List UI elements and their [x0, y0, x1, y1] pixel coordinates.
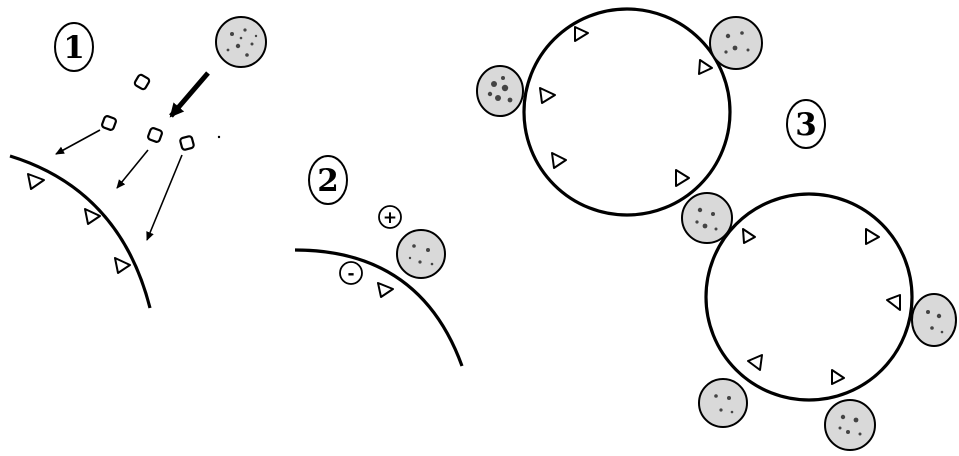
upper-droplet-site [699, 60, 712, 74]
panel-1-particle [216, 17, 266, 67]
panel-1-diffusion-arrow [117, 150, 148, 188]
panel-3-particle-lower-right [912, 294, 956, 346]
lower-large-droplet [706, 194, 912, 400]
upper-droplet-site [552, 153, 566, 168]
panel-1-ion [101, 115, 116, 130]
panel-3-number: 3 [795, 107, 817, 143]
panel-3-particle [710, 17, 762, 69]
lower-droplet-site [866, 229, 879, 244]
panel-1-surface-site [28, 174, 44, 189]
panel-1-approach-arrow [171, 73, 208, 116]
panel-1: 1 [10, 17, 266, 308]
panel-3-particle [682, 193, 732, 243]
panel-2-positive-charge: + [379, 206, 401, 228]
panel-3-bridging-particle [682, 193, 732, 243]
panel-3-particle-lower-bottom [825, 400, 875, 450]
panel-1-ion [134, 74, 150, 90]
panel-3-particle [477, 66, 523, 116]
panel-1-diffusion-arrow [147, 155, 182, 240]
upper-droplet-site [540, 88, 555, 103]
positive-charge-sign: + [383, 208, 397, 228]
upper-droplet-site [575, 27, 588, 41]
panel-3-particle-upper-right [710, 17, 762, 69]
panel-1-number-badge: 1 [55, 23, 93, 71]
panel-1-ion [180, 136, 195, 151]
panel-1-surface-site [85, 209, 100, 224]
lower-droplet-site [832, 370, 844, 384]
panel-3-particle-lower-left [699, 379, 747, 427]
panel-3: 3 [477, 9, 956, 450]
panel-1-speck [218, 136, 220, 138]
panel-1-diffusion-arrow [56, 130, 100, 154]
lower-droplet-site [748, 355, 762, 370]
upper-large-droplet [524, 9, 730, 215]
panel-2-negative-charge: - [340, 262, 362, 284]
panel-2-particle [397, 230, 445, 278]
panel-3-particle [912, 294, 956, 346]
lower-droplet-site [887, 295, 900, 310]
panel-3-number-badge: 3 [787, 100, 825, 148]
negative-charge-sign: - [347, 264, 354, 284]
panel-2: 2 + - [295, 156, 462, 366]
panel-1-surface-site [115, 258, 130, 273]
upper-droplet-site [676, 170, 689, 186]
panel-3-particle [699, 379, 747, 427]
panel-3-particle [825, 400, 875, 450]
panel-2-number: 2 [317, 163, 339, 199]
panel-2-number-badge: 2 [309, 156, 347, 204]
lower-droplet-site [743, 229, 755, 243]
panel-3-particle-upper-left [477, 66, 523, 116]
panel-2-adsorbed-particle [397, 230, 445, 278]
panel-1-incoming-particle [216, 17, 266, 67]
panel-2-surface-site [378, 283, 393, 297]
panel-1-number: 1 [63, 30, 85, 66]
panel-1-ion [147, 127, 162, 142]
